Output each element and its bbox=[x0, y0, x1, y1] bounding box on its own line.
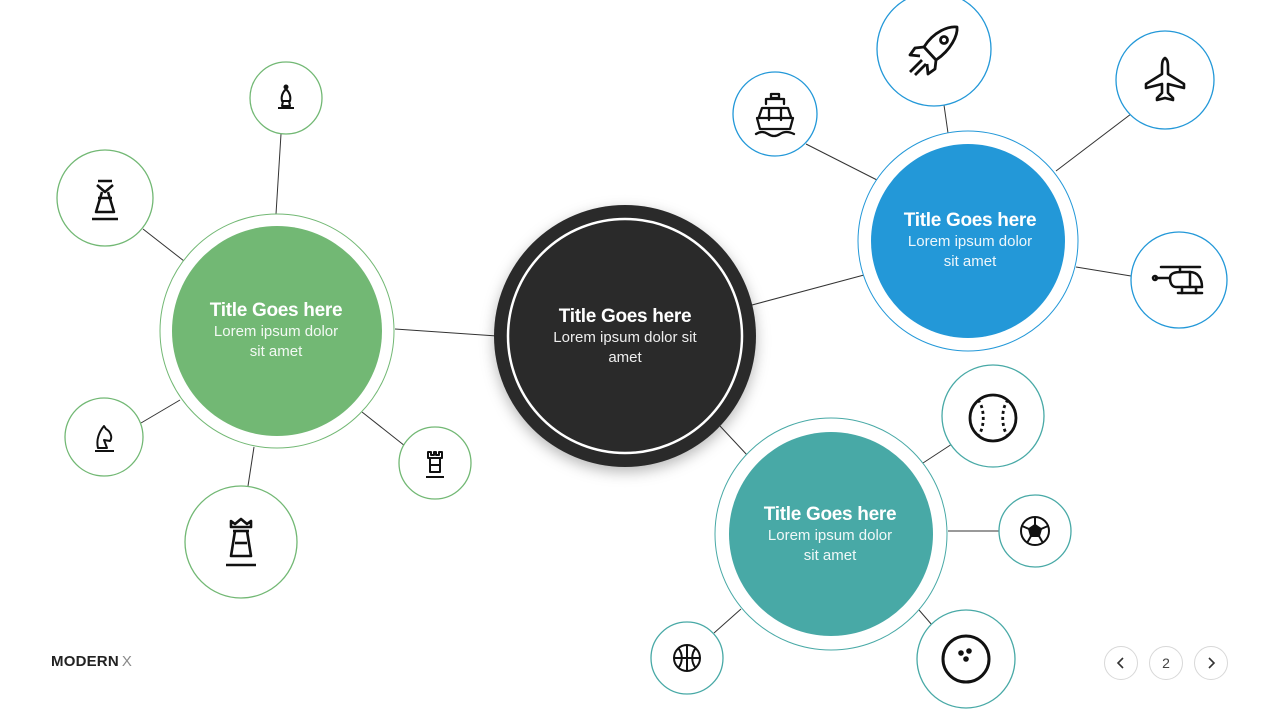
queen-icon bbox=[56, 149, 154, 247]
blue-hub-body-line2: sit amet bbox=[943, 253, 997, 270]
teal-hub-body-line1: Lorem ipsum dolor bbox=[767, 527, 893, 544]
knight-icon bbox=[64, 397, 144, 477]
blue-hub bbox=[857, 130, 1079, 352]
ship-icon bbox=[732, 71, 818, 157]
brand-main: MODERN bbox=[51, 653, 119, 670]
green-hub-body-line1: Lorem ipsum dolor bbox=[213, 323, 339, 340]
teal-hub-title: Title Goes here bbox=[763, 504, 897, 525]
bishop-icon bbox=[249, 61, 323, 135]
chevron-right-icon bbox=[1208, 657, 1216, 669]
soccer-ball-icon bbox=[998, 494, 1072, 568]
king-icon bbox=[184, 485, 298, 599]
green-hub bbox=[159, 213, 395, 449]
center-hub bbox=[494, 205, 756, 467]
chevron-left-icon bbox=[1116, 657, 1124, 669]
green-hub-text: Title Goes here Lorem ipsum dolor sit am… bbox=[186, 300, 366, 362]
center-hub-body-line2: amet bbox=[608, 349, 642, 366]
rocket-icon bbox=[876, 0, 992, 107]
green-hub-body-line2: sit amet bbox=[249, 343, 303, 360]
blue-hub-body-line1: Lorem ipsum dolor bbox=[907, 233, 1033, 250]
teal-hub bbox=[714, 417, 948, 651]
helicopter-icon bbox=[1130, 231, 1228, 329]
blue-hub-text: Title Goes here Lorem ipsum dolor sit am… bbox=[880, 210, 1060, 272]
center-hub-title: Title Goes here bbox=[558, 306, 692, 327]
blue-hub-title: Title Goes here bbox=[903, 210, 1037, 231]
basketball-icon bbox=[650, 621, 724, 695]
baseball-icon bbox=[941, 364, 1045, 468]
next-page-button[interactable] bbox=[1194, 646, 1228, 680]
teal-hub-body-line2: sit amet bbox=[803, 547, 857, 564]
brand-suffix: X bbox=[121, 653, 133, 670]
center-hub-body-line1: Lorem ipsum dolor sit bbox=[553, 329, 697, 346]
connector-lines bbox=[140, 104, 1132, 634]
teal-hub-text: Title Goes here Lorem ipsum dolor sit am… bbox=[740, 504, 920, 566]
previous-page-button[interactable] bbox=[1104, 646, 1138, 680]
center-hub-text: Title Goes here Lorem ipsum dolor sit am… bbox=[525, 306, 725, 368]
airplane-icon bbox=[1115, 30, 1215, 130]
page-number: 2 bbox=[1149, 646, 1183, 680]
bowling-ball-icon bbox=[916, 609, 1016, 709]
green-hub-title: Title Goes here bbox=[209, 300, 343, 321]
rook-icon bbox=[398, 426, 472, 500]
